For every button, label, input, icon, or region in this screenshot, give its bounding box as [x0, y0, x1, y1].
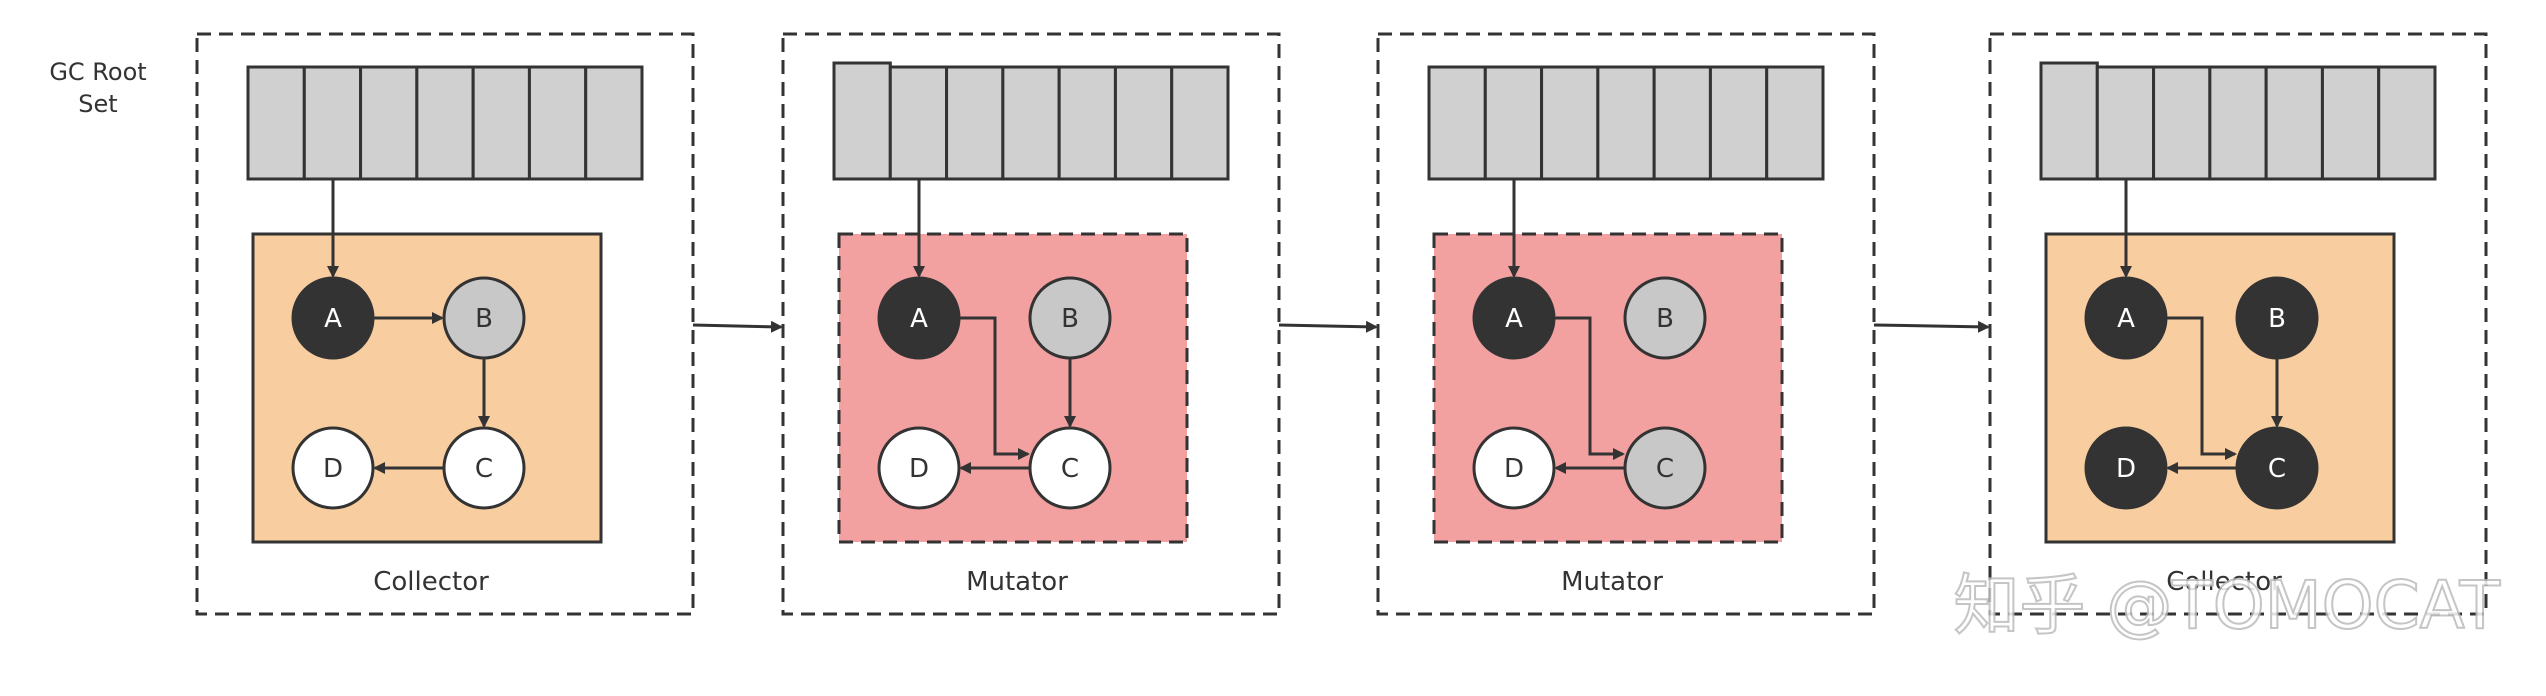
- object-node-a: A: [291, 276, 375, 360]
- node-circle: [2084, 426, 2168, 510]
- root-slot: [2377, 65, 2437, 181]
- node-label: C: [2268, 454, 2286, 484]
- node-circle: [1472, 426, 1556, 510]
- panel-2: A B D C Mutator: [781, 32, 1281, 616]
- node-label: B: [475, 304, 493, 334]
- node-label: C: [1061, 454, 1079, 484]
- root-slot: [2095, 65, 2156, 181]
- root-slot: [246, 65, 306, 181]
- node-label: D: [909, 454, 929, 484]
- object-node-c: C: [2235, 426, 2319, 510]
- root-slot: [527, 65, 588, 181]
- root-slot: [1765, 65, 1825, 181]
- node-circle: [2235, 426, 2319, 510]
- root-slot: [2320, 65, 2381, 181]
- edge-A-C: [2166, 316, 2237, 460]
- panel-caption: Mutator: [966, 567, 1068, 597]
- node-label: A: [2117, 304, 2135, 334]
- node-label: C: [1656, 454, 1674, 484]
- node-circle: [291, 276, 375, 360]
- panel-caption: Collector: [2166, 567, 2282, 597]
- root-slot: [471, 65, 531, 181]
- node-circle: [877, 426, 961, 510]
- node-label: B: [2268, 304, 2286, 334]
- node-label: D: [323, 454, 343, 484]
- node-label: B: [1061, 304, 1079, 334]
- object-node-d: D: [2084, 426, 2168, 510]
- object-node-b: B: [2235, 276, 2319, 360]
- watermark: 知乎 @TOMOCAT: [1953, 567, 2500, 644]
- object-node-c: C: [1028, 426, 1112, 510]
- root-slot: [359, 65, 419, 181]
- root-slot: [832, 61, 892, 181]
- root-slot: [415, 65, 475, 181]
- object-node-b: B: [442, 276, 526, 360]
- node-label: A: [910, 304, 928, 334]
- root-slot: [2264, 65, 2324, 181]
- edge-A-C: [1554, 316, 1625, 460]
- object-node-c: C: [442, 426, 526, 510]
- panel-frame: [1376, 32, 1876, 616]
- node-circle: [1028, 276, 1112, 360]
- root-slot: [584, 65, 644, 181]
- object-node-b: B: [1028, 276, 1112, 360]
- transition-arrow-2: [1278, 320, 1378, 333]
- node-label: D: [1504, 454, 1524, 484]
- root-slot: [2039, 61, 2099, 181]
- node-label: C: [475, 454, 493, 484]
- node-label: A: [1505, 304, 1523, 334]
- node-circle: [877, 276, 961, 360]
- root-slot: [1057, 65, 1117, 181]
- root-slot: [1483, 65, 1544, 181]
- node-circle: [1472, 276, 1556, 360]
- node-circle: [1623, 426, 1707, 510]
- gc-root-label-line1: GC Root: [49, 58, 146, 86]
- node-circle: [442, 426, 526, 510]
- object-node-a: A: [2084, 276, 2168, 360]
- root-slot: [1540, 65, 1600, 181]
- root-slot: [2208, 65, 2268, 181]
- panel-frame: [195, 32, 695, 616]
- node-circle: [1623, 276, 1707, 360]
- panel-frame: [781, 32, 1281, 616]
- transition-arrow-3: [1873, 320, 1990, 333]
- node-circle: [1028, 426, 1112, 510]
- object-node-d: D: [1472, 426, 1556, 510]
- panel-1: A B D C Collector: [195, 32, 695, 616]
- object-node-d: D: [291, 426, 375, 510]
- panel-frame: [1988, 32, 2488, 616]
- panel-4: A B D C Collector: [1988, 32, 2488, 616]
- object-node-d: D: [877, 426, 961, 510]
- root-slot: [1596, 65, 1656, 181]
- node-label: B: [1656, 304, 1674, 334]
- transition-arrow-1: [692, 320, 783, 333]
- node-circle: [291, 426, 375, 510]
- node-label: D: [2116, 454, 2136, 484]
- gc-root-label-line2: Set: [78, 90, 117, 118]
- root-slot: [1652, 65, 1712, 181]
- object-node-a: A: [877, 276, 961, 360]
- root-slot: [945, 65, 1005, 181]
- root-slot: [888, 65, 949, 181]
- panel-caption: Mutator: [1561, 567, 1663, 597]
- root-slot: [1170, 65, 1230, 181]
- node-circle: [442, 276, 526, 360]
- node-circle: [2235, 276, 2319, 360]
- root-slot: [2152, 65, 2212, 181]
- root-slot: [1001, 65, 1061, 181]
- node-label: A: [324, 304, 342, 334]
- object-node-a: A: [1472, 276, 1556, 360]
- panel-caption: Collector: [373, 567, 489, 597]
- panel-3: A B D C Mutator: [1376, 32, 1876, 616]
- root-slot: [1708, 65, 1769, 181]
- root-slot: [1427, 65, 1487, 181]
- object-node-c: C: [1623, 426, 1707, 510]
- edge-A-C: [959, 316, 1030, 460]
- root-slot: [302, 65, 363, 181]
- root-slot: [1113, 65, 1174, 181]
- node-circle: [2084, 276, 2168, 360]
- object-node-b: B: [1623, 276, 1707, 360]
